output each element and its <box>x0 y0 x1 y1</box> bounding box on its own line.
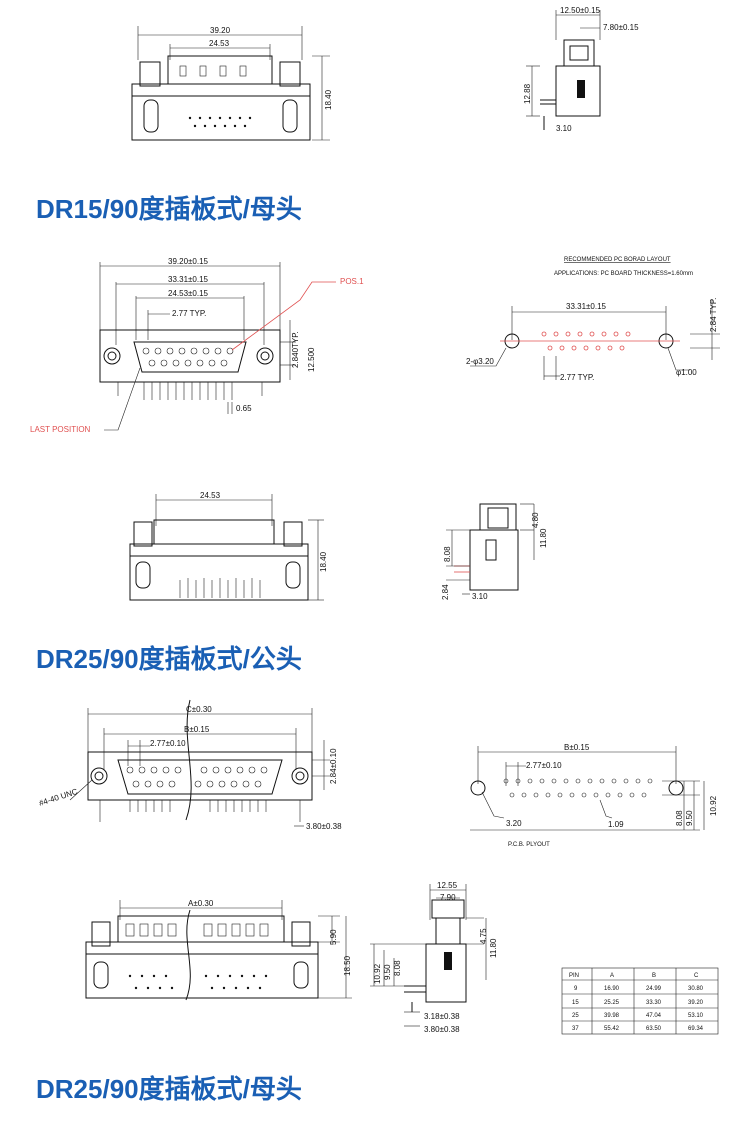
pcb-dim-pin: 1.09 <box>608 820 624 829</box>
dr25f-dim-row: 2.84±0.10 <box>329 748 338 784</box>
table-cell: 25.25 <box>604 1000 620 1006</box>
dr25f-dim-c: C±0.30 <box>186 705 212 714</box>
dr15-front-view: 39.20 24.53 18.40 <box>131 26 333 141</box>
pin-dimension-table: PIN A B C 9 16.90 24.99 30.80 15 25.25 3… <box>561 967 719 1035</box>
dr25m-dim-row: 2.840TYP. <box>291 331 300 368</box>
layout-subtitle: APPLICATIONS: PC BOARD THICKNESS=1.60mm <box>554 271 693 277</box>
layout-title: RECOMMENDED PC BORAD LAYOUT <box>564 257 671 263</box>
table-cell: 24.99 <box>646 986 662 992</box>
dr25f-pcb-layout: B±0.15 2.77±0.10 3.20 1.09 8.08 9.50 10.… <box>470 743 718 848</box>
layout-dim-hole: 2-φ3.20 <box>466 357 494 366</box>
dr25f-screw: #4-40 UNC <box>38 787 79 808</box>
dr25f-top-view: C±0.30 B±0.15 2.77±0.10 <box>38 699 342 831</box>
dr25m-pcb-layout: RECOMMENDED PC BORAD LAYOUT APPLICATIONS… <box>466 257 720 382</box>
pos1-label: POS.1 <box>340 277 364 286</box>
dr25f-side-view: 12.55 7.90 4.75 11.80 10.92 9.50 8.08 3.… <box>370 881 498 1034</box>
dr25f-dim-pin: 3.80±0.38 <box>306 822 342 831</box>
dr25m-side-a: 4.80 <box>531 512 540 528</box>
layout-dim-pitch: 2.77 TYP. <box>560 373 594 382</box>
dr25f-side-g: 8.08 <box>393 960 402 976</box>
dr15-dim-total: 39.20 <box>210 26 231 35</box>
dr25f-side-d: 11.80 <box>489 938 498 958</box>
table-cell: 37 <box>572 1026 579 1032</box>
dr25m-front-h: 18.40 <box>319 551 328 572</box>
dr25f-side-i: 3.80±0.38 <box>424 1025 460 1034</box>
pcb-dim-3: 10.92 <box>709 795 718 816</box>
pcb-dim-hole: 3.20 <box>506 819 522 828</box>
layout-dim-b: 33.31±0.15 <box>566 302 607 311</box>
dr25f-dim-b: B±0.15 <box>184 725 210 734</box>
dr25f-side-a: 12.55 <box>437 881 458 890</box>
dr15-side-view: 12.50±0.15 7.80±0.15 12.88 3.10 <box>523 6 639 133</box>
dr25m-side-c: 8.08 <box>443 546 452 562</box>
table-header-b: B <box>652 973 656 979</box>
table-header-c: C <box>694 973 699 979</box>
dr25m-dim-b: 33.31±0.15 <box>168 275 209 284</box>
dr25f-front-h: 18.50 <box>343 955 352 976</box>
dr15-side-w2: 7.80±0.15 <box>603 23 639 32</box>
table-cell: 16.90 <box>604 986 620 992</box>
dr25f-dim-pitch: 2.77±0.10 <box>150 739 186 748</box>
table-header-a: A <box>610 973 614 979</box>
table-cell: 55.42 <box>604 1026 620 1032</box>
table-cell: 63.50 <box>646 1026 662 1032</box>
pcb-dim-pitch: 2.77±0.10 <box>526 761 562 770</box>
dr25f-side-b: 7.90 <box>440 893 456 902</box>
dr25m-dim-pitch: 2.77 TYP. <box>172 309 206 318</box>
dr15-dim-shell: 24.53 <box>209 39 230 48</box>
dr25f-side-h: 3.18±0.38 <box>424 1012 460 1021</box>
table-cell: 15 <box>572 1000 579 1006</box>
dr25m-top-view: 39.20±0.15 33.31±0.15 24.53±0.15 2.77 TY… <box>30 257 364 434</box>
dr25f-front-a: A±0.30 <box>188 899 214 908</box>
dr15-side-pin: 3.10 <box>556 124 572 133</box>
pcb-dim-2: 9.50 <box>685 810 694 826</box>
pcb-dim-b: B±0.15 <box>564 743 590 752</box>
dr25f-front-view: A±0.30 5.90 18.50 <box>85 899 352 1001</box>
title-dr25-male: DR25/90度插板式/公头 <box>36 644 302 674</box>
table-cell: 69.34 <box>688 1026 704 1032</box>
last-position-label: LAST POSITION <box>30 425 91 434</box>
layout-dim-row: 2.84 TYP. <box>709 298 718 332</box>
pcb-label: P.C.B. PLYOUT <box>508 842 550 848</box>
table-header-pin: PIN <box>569 973 579 979</box>
dr25m-front-a: 24.53 <box>200 491 221 500</box>
table-cell: 39.20 <box>688 1000 704 1006</box>
dr25m-dim-h: 12.500 <box>307 347 316 372</box>
dr25m-front-view: 24.53 18.40 <box>129 491 328 601</box>
table-cell: 47.04 <box>646 1013 662 1019</box>
layout-dim-pin: φ1.00 <box>676 368 697 377</box>
title-dr25-female: DR25/90度插板式/母头 <box>36 1074 302 1104</box>
table-cell: 53.10 <box>688 1013 704 1019</box>
dr25m-side-view: 4.80 11.80 8.08 2.84 3.10 <box>441 503 548 601</box>
dr15-side-h: 12.88 <box>523 83 532 104</box>
table-cell: 39.98 <box>604 1013 620 1019</box>
dr25f-side-c: 4.75 <box>479 928 488 944</box>
table-cell: 9 <box>574 986 578 992</box>
dr25m-dim-pinw: 0.65 <box>236 404 252 413</box>
dr15-side-w: 12.50±0.15 <box>560 6 601 15</box>
dr25m-dim-a: 24.53±0.15 <box>168 289 209 298</box>
dr25f-side-f: 9.50 <box>383 964 392 980</box>
dr25m-dim-c: 39.20±0.15 <box>168 257 209 266</box>
dr25m-side-b: 11.80 <box>539 528 548 548</box>
dr25m-side-d: 2.84 <box>441 584 450 600</box>
title-dr15: DR15/90度插板式/母头 <box>36 194 302 224</box>
dr15-dim-height: 18.40 <box>324 89 333 110</box>
dr25f-side-e: 10.92 <box>373 963 382 984</box>
pcb-dim-1: 8.08 <box>675 810 684 826</box>
dr25f-front-b: 5.90 <box>329 929 338 945</box>
table-cell: 30.80 <box>688 986 704 992</box>
table-cell: 25 <box>572 1013 579 1019</box>
table-cell: 33.30 <box>646 1000 662 1006</box>
dr25m-side-e: 3.10 <box>472 592 488 601</box>
